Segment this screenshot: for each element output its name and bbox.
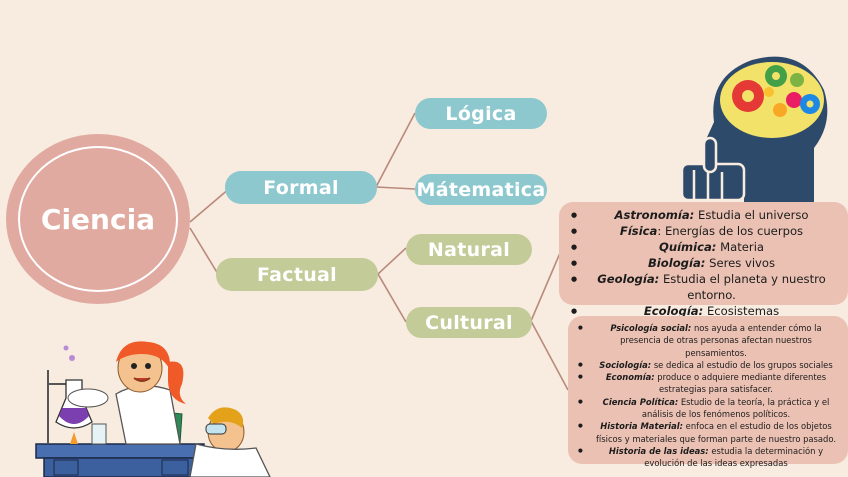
natural-sciences-list: Astronomía: Estudia el universo Física: …	[559, 202, 848, 319]
list-item: Ecología: Ecosistemas	[571, 303, 840, 319]
node-cultural: Cultural	[406, 307, 532, 338]
list-item: Geología: Estudia el planeta y nuestro e…	[571, 271, 840, 303]
list-item: Física: Energías de los cuerpos	[571, 223, 840, 239]
node-natural: Natural	[406, 234, 532, 265]
lab-scientists-illustration	[35, 341, 271, 477]
node-formal: Formal	[225, 171, 377, 204]
head-gears-icon	[680, 56, 828, 202]
root-node: Ciencia	[18, 146, 178, 292]
list-item: Astronomía: Estudia el universo	[571, 207, 840, 223]
list-item: Biología: Seres vivos	[571, 255, 840, 271]
node-factual: Factual	[216, 258, 378, 291]
cultural-sciences-list: Psicología social: nos ayuda a entender …	[568, 316, 848, 468]
list-item: Química: Materia	[571, 239, 840, 255]
list-item: Ciencia Política: Estudio de la teoría, …	[578, 396, 842, 421]
node-matematica: Mátematica	[415, 174, 547, 205]
node-logica: Lógica	[415, 98, 547, 129]
list-item: Sociología: se dedica al estudio de los …	[578, 359, 842, 372]
list-item: Psicología social: nos ayuda a entender …	[578, 322, 842, 359]
list-item: Economía: produce o adquiere mediante di…	[578, 371, 842, 396]
list-item: Historia Material: enfoca en el estudio …	[578, 420, 842, 445]
list-item: Historia de las ideas: estudia la determ…	[578, 445, 842, 470]
